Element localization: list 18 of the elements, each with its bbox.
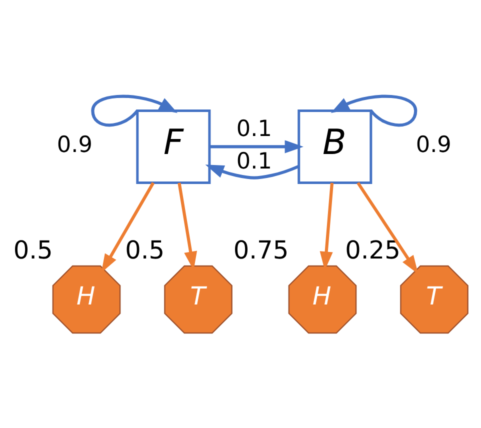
- node-label: 0.25: [345, 235, 400, 264]
- arrow: [320, 182, 334, 270]
- arrow: [330, 94, 418, 126]
- node-box: F: [136, 108, 211, 184]
- arrow: [178, 182, 198, 270]
- arrow: [205, 164, 300, 179]
- edge-label: 0.1: [236, 116, 272, 142]
- node-label: 0.75: [233, 235, 289, 264]
- node-box: B: [298, 108, 372, 184]
- edge-label: 0.9: [56, 132, 92, 158]
- edge-label: 0.9: [416, 132, 452, 158]
- arrow: [356, 181, 418, 274]
- arrow: [101, 182, 155, 272]
- arrow: [210, 140, 304, 153]
- node-label: 0.5: [125, 235, 165, 264]
- arrow: [91, 94, 178, 126]
- node-label: 0.5: [13, 235, 53, 264]
- edge-label: 0.1: [236, 148, 272, 174]
